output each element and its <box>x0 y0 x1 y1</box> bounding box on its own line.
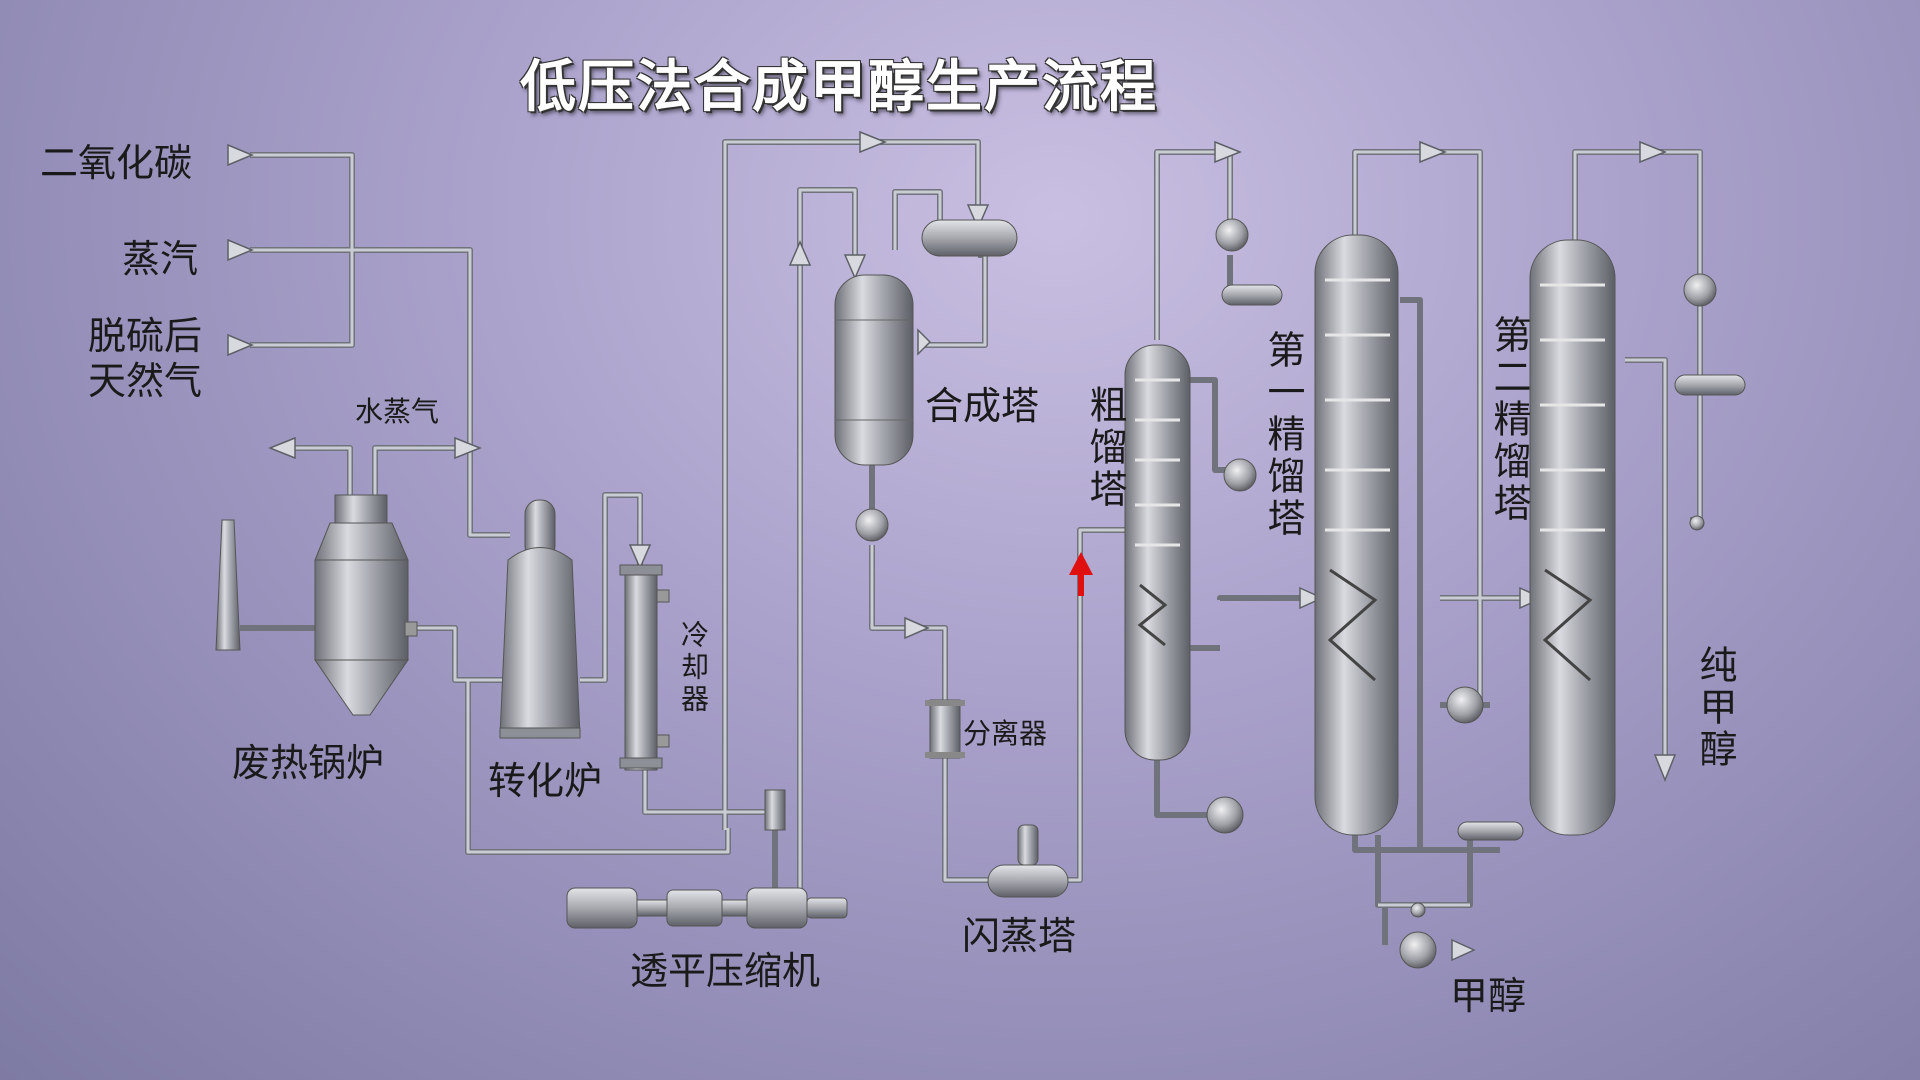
label-crude-column: 粗馏塔 <box>1083 385 1127 511</box>
pump-5 <box>1683 273 1717 307</box>
red-flow-arrow-icon <box>1069 552 1093 596</box>
page-title: 低压法合成甲醇生产流程 <box>520 55 1158 120</box>
reflux-drum-1 <box>1221 284 1283 306</box>
pump-4 <box>1446 686 1484 724</box>
separator <box>925 699 965 759</box>
reformer <box>499 499 581 739</box>
pipe-highlight <box>250 140 1702 907</box>
flash-tower <box>987 824 1069 898</box>
label-cooler: 冷却器 <box>677 620 710 716</box>
label-first-column: 第一精馏塔 <box>1261 330 1305 540</box>
synthesis-tower <box>834 274 914 466</box>
heat-exchanger-drum <box>921 219 1018 257</box>
pump-6 <box>1399 931 1437 969</box>
pump-3 <box>1206 796 1244 834</box>
waste-heat-boiler <box>314 494 418 716</box>
reflux-drum-3 <box>1457 821 1524 841</box>
label-synthesis-tower: 合成塔 <box>925 384 1040 428</box>
pump-1 <box>1215 218 1249 252</box>
first-column <box>1314 234 1399 836</box>
label-gas-line2: 天然气 <box>88 359 203 403</box>
cooler <box>619 564 670 771</box>
reflux-drum-2 <box>1674 374 1746 396</box>
label-steam: 蒸汽 <box>122 237 199 281</box>
label-reformer: 转化炉 <box>488 759 603 803</box>
label-methanol: 甲醇 <box>1450 974 1527 1018</box>
label-second-column: 第二精馏塔 <box>1487 315 1531 525</box>
label-compressor: 透平压缩机 <box>630 949 821 993</box>
crude-column <box>1124 344 1191 761</box>
pump <box>855 508 889 542</box>
label-pure-methanol: 纯甲醇 <box>1693 645 1737 771</box>
valve-2 <box>1410 902 1426 918</box>
pump-2 <box>1223 458 1257 492</box>
label-separator: 分离器 <box>963 717 1048 750</box>
label-waste-heat-boiler: 废热锅炉 <box>232 741 385 785</box>
label-water-steam: 水蒸气 <box>355 395 440 428</box>
chimney <box>215 519 241 651</box>
label-flash-tower: 闪蒸塔 <box>962 914 1077 958</box>
label-co2: 二氧化碳 <box>40 141 193 185</box>
second-column <box>1529 239 1616 836</box>
label-gas-line1: 脱硫后 <box>88 314 203 358</box>
valve-1 <box>1689 515 1705 531</box>
compressor <box>566 789 848 929</box>
